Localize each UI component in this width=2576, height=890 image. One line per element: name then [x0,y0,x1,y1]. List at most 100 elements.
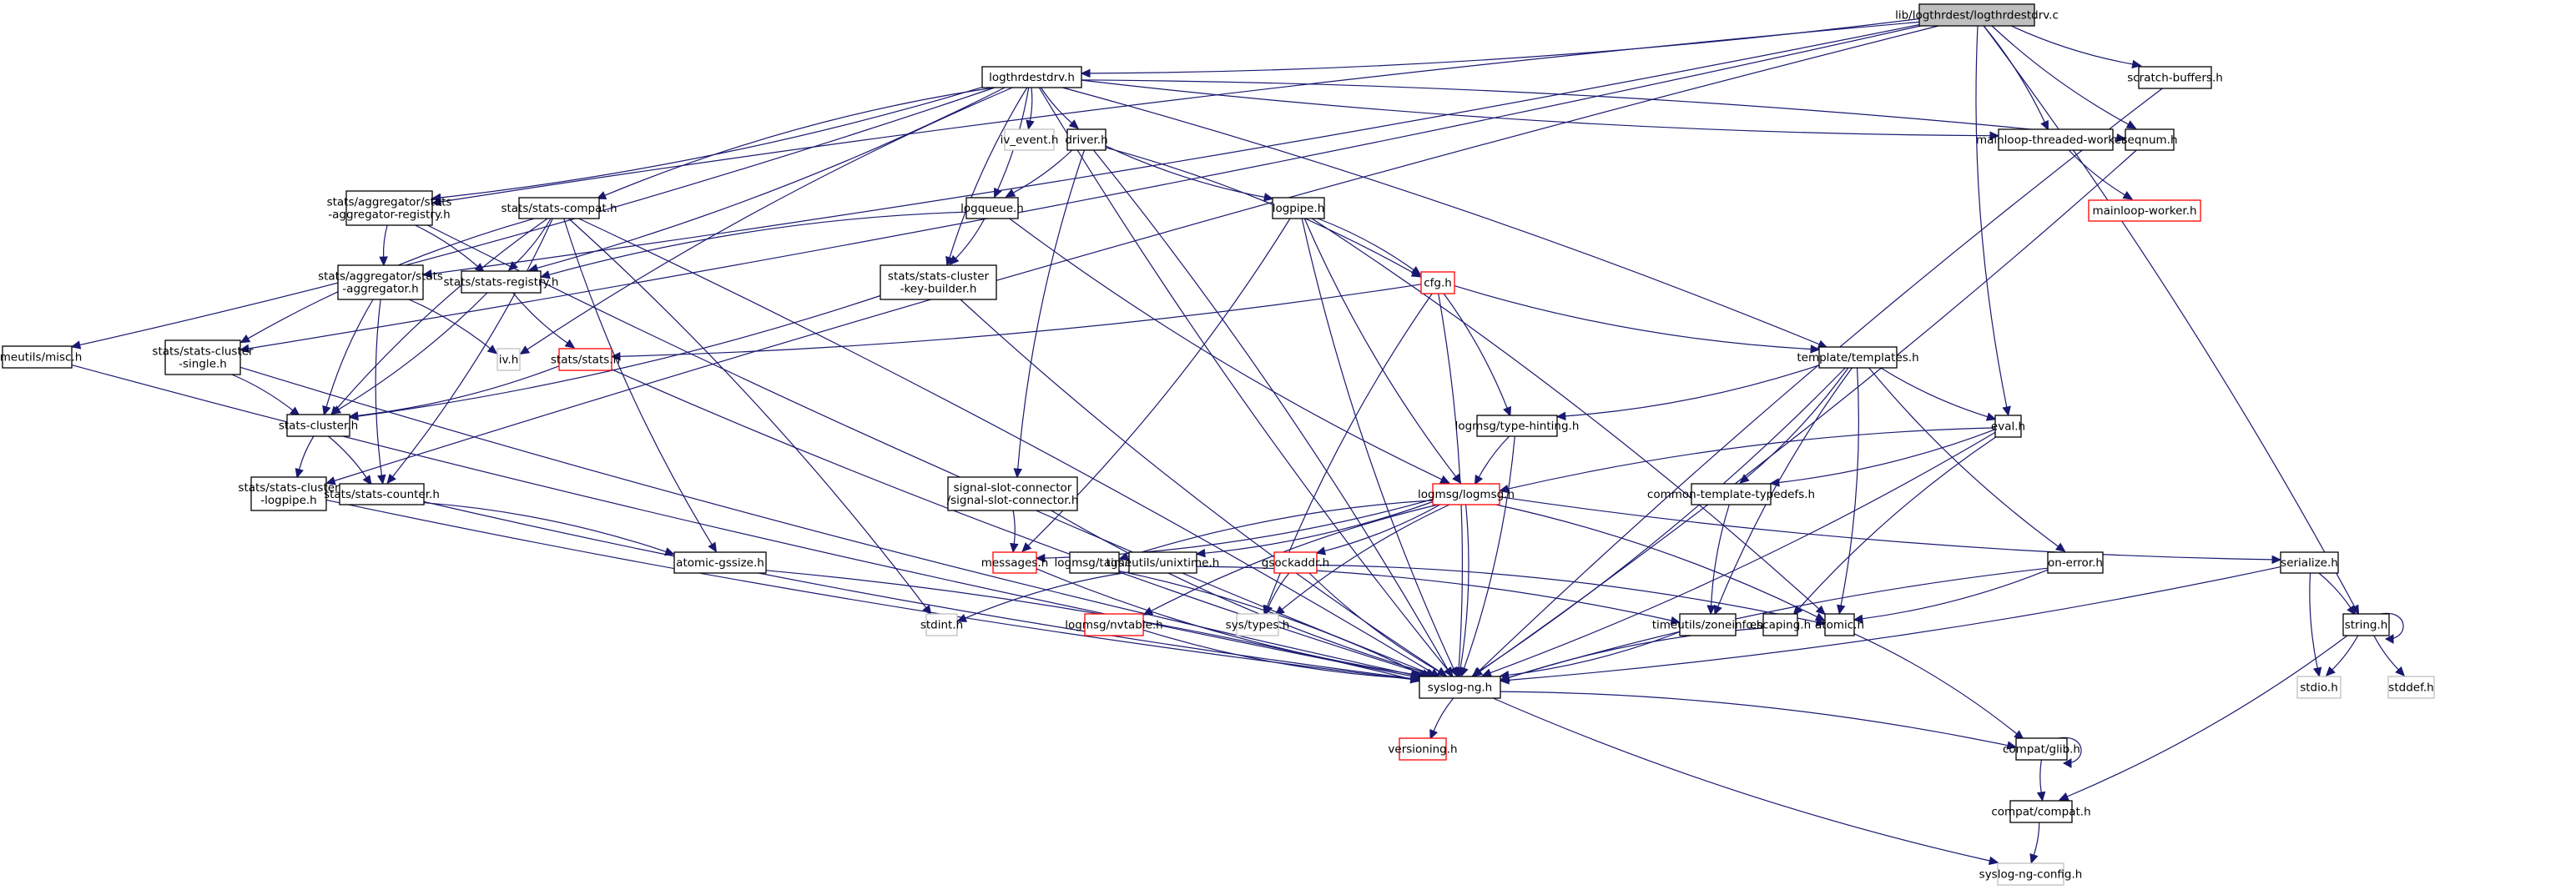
node-atomic[interactable]: atomic.h [1815,613,1864,636]
node-atomic-gssize[interactable]: atomic-gssize.h [673,551,767,574]
node-syslog-ng[interactable]: syslog-ng.h [1419,676,1501,699]
node-stats-registry[interactable]: stats/stats-registry.h [444,270,559,294]
node-box [164,339,241,375]
node-box [558,348,612,371]
node-zoneinfo[interactable]: timeutils/zoneinfo.h [1652,613,1764,636]
node-label: driver.h [1065,133,1107,147]
edge-stats_compat-to-atomic_gssize [563,218,718,553]
arrowhead-icon [1474,474,1484,485]
node-nvtable[interactable]: logmsg/nvtable.h [1065,613,1163,636]
node-stats-cluster-key-builder[interactable]: stats/stats-cluster-key-builder.h [880,264,997,300]
edge-line [325,499,1412,680]
node-seqnum[interactable]: seqnum.h [2121,128,2178,151]
arrowhead-icon [379,256,388,267]
arrowhead-icon [1195,548,1206,558]
node-stats-cluster-single[interactable]: stats/stats-cluster-single.h [152,339,254,375]
arrowhead-icon [2029,852,2039,864]
node-label: stats/stats-compat.h [501,202,617,215]
node-label: serialize.h [2281,556,2338,570]
node-driver[interactable]: driver.h [1065,128,1108,151]
node-box [1918,3,2035,27]
edge-logthrdestdrv_h-to-stats_registry [527,87,1006,273]
arrowhead-icon [348,411,359,420]
node-scratch-buffers[interactable]: scratch-buffers.h [2127,66,2223,89]
arrowhead-icon [2395,666,2406,676]
edge-logqueue-to-logmsg [1009,218,1450,484]
edge-line [2318,572,2352,608]
edge-line [2010,25,2133,65]
edge-line [1040,87,1072,123]
node-stats-agg-registry[interactable]: stats/aggregator/stats-aggregator-regist… [327,190,452,226]
node-escaping[interactable]: escaping.h [1750,613,1811,636]
node-on-error[interactable]: on-error.h [2047,551,2104,574]
node-compat-compat[interactable]: compat/compat.h [1991,800,2091,823]
edge-line [1308,572,1439,672]
node-serialize[interactable]: serialize.h [2280,551,2339,574]
arrowhead-icon [1810,344,1821,354]
node-unixtime[interactable]: timeutils/unixtime.h [1107,551,1220,574]
node-box [1084,613,1144,636]
edge-line [1281,504,1450,611]
node-versioning[interactable]: versioning.h [1388,737,1458,761]
node-stats-aggregator[interactable]: stats/aggregator/stats-aggregator.h [318,264,443,300]
node-compat-glib[interactable]: compat/glib.h [2003,737,2080,761]
arrowhead-icon [1815,617,1826,626]
node-common-template-typedefs[interactable]: common-template-typedefs.h [1647,483,1815,505]
edge-stats_agg_registry-to-stats_aggregator [379,224,388,267]
edge-logthrdestdrv_h-to-mainloop_threaded_worker [1081,79,2000,140]
node-stats-compat[interactable]: stats/stats-compat.h [501,197,618,219]
node-cfg[interactable]: cfg.h [1420,271,1455,294]
node-messages[interactable]: messages.h [981,551,1049,574]
node-logpipe[interactable]: logpipe.h [1272,197,1325,219]
node-label: stdio.h [2300,681,2338,695]
edge-cfg-to-templates [1454,285,1821,354]
node-tags[interactable]: logmsg/tags.h [1055,551,1135,574]
edge-line [1711,504,1730,606]
node-stats-stats[interactable]: stats/stats.h [551,348,620,371]
edge-line [1151,504,1439,612]
edge-templates-to-type_hinting [1555,365,1820,421]
edge-seqnum-to-syslog_ng [1472,149,2137,677]
edge-eval-to-common_template_typedefs [1769,429,1996,487]
node-eval[interactable]: eval.h [1991,415,2025,438]
edge-stats_cluster_single-to-stats_cluster [231,374,300,416]
node-box [345,190,433,226]
node-signal-slot-connector[interactable]: signal-slot-connector/signal-slot-connec… [947,476,1079,511]
edge-gsockaddr-to-atomic [1316,564,1826,626]
edge-templates-to-syslog_ng [1471,367,1846,676]
node-gsockaddr[interactable]: gsockaddr.h [1262,551,1329,574]
edge-line [1840,367,1859,606]
node-string[interactable]: string.h [2342,613,2390,636]
arrowhead-icon [2054,542,2066,552]
node-stats-cluster-logpipe[interactable]: stats/stats-cluster-logpipe.h [238,476,340,511]
edge-line [1012,510,1016,545]
node-timeutils-misc[interactable]: timeutils/misc.h [0,345,82,369]
edge-line [1081,79,1991,137]
node-box [286,414,350,437]
node-logqueue[interactable]: logqueue.h [960,197,1024,219]
node-stats-counter[interactable]: stats/stats-counter.h [324,483,440,505]
edge-line [1975,25,2008,408]
arrowhead-icon [1429,728,1439,740]
nodes-layer: lib/logthrdest/logthrdestdrv.clogthrdest… [0,3,2435,886]
node-stats-cluster[interactable]: stats-cluster.h [279,414,358,437]
edge-line [1316,564,1817,623]
node-box [947,476,1078,511]
edge-on_error-to-atomic [1853,569,2049,623]
node-logmsg[interactable]: logmsg/logmsg.h [1418,483,1515,505]
node-type-hinting[interactable]: logmsg/type-hinting.h [1455,415,1580,437]
arrowhead-icon [1456,666,1465,678]
node-logthrdestdrv-h[interactable]: logthrdestdrv.h [981,66,1082,88]
node-label: stats/stats-registry.h [444,276,559,289]
arrowhead-icon [1837,604,1846,615]
node-mainloop-threaded-worker[interactable]: mainloop-threaded-worker.h [1976,128,2135,151]
node-label: -key-builder.h [900,283,977,296]
node-box [2015,737,2068,761]
node-box [1066,128,1107,151]
node-mainloop-worker[interactable]: mainloop-worker.h [2088,199,2201,222]
node-templates[interactable]: template/templates.h [1797,346,1919,369]
edge-line [1778,429,1996,484]
node-label: logmsg/nvtable.h [1065,619,1162,632]
edge-line [1013,149,1073,194]
edge-line [2039,759,2042,793]
